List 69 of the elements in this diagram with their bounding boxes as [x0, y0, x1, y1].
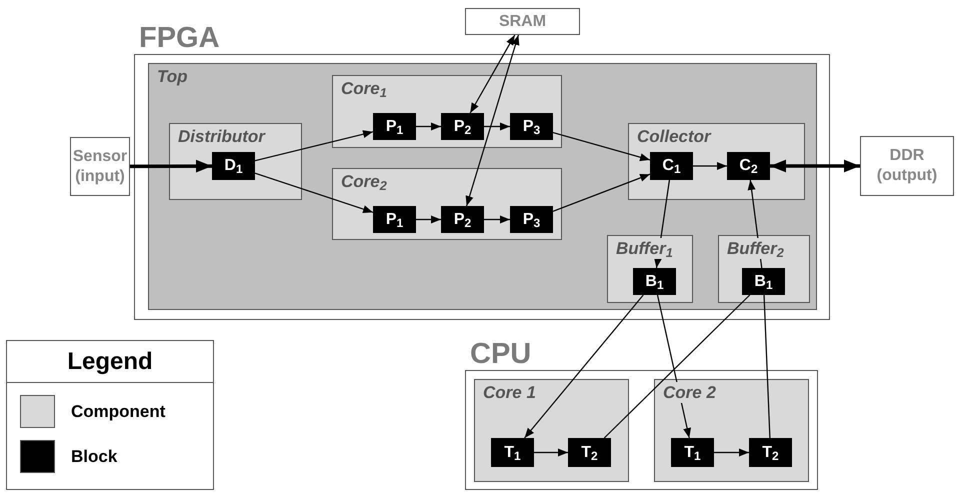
- block-box: [568, 438, 611, 467]
- legend-title: Legend: [7, 341, 213, 383]
- legend-text: Block: [71, 446, 118, 468]
- chip-title: FPGA: [139, 24, 220, 53]
- block-label: T$_{1}$: [684, 444, 701, 460]
- block-label: P$_{1}$: [386, 118, 404, 134]
- chip-title: CPU: [470, 340, 532, 369]
- block-box: [633, 268, 676, 295]
- arrow: [748, 180, 762, 268]
- block-label: P$_{1}$: [386, 212, 404, 228]
- block-box: [373, 113, 416, 140]
- component-box: [607, 235, 693, 303]
- component-box: [332, 75, 562, 148]
- arrow: [416, 216, 441, 224]
- block-box: [742, 268, 785, 295]
- block-box: [491, 438, 534, 467]
- component-title: Core 2: [663, 382, 716, 404]
- arrow: [484, 122, 510, 130]
- block-box: [650, 152, 693, 180]
- block-label: P$_{2}$: [454, 212, 472, 228]
- block-label: T$_{1}$: [504, 444, 521, 460]
- block-label: C$_{2}$: [739, 158, 758, 174]
- block-box: [441, 113, 484, 140]
- component-box: [332, 168, 562, 240]
- block-label: B$_{1}$: [645, 274, 664, 290]
- block-box: [441, 206, 484, 233]
- arrow: [416, 122, 441, 130]
- block-box: [373, 206, 416, 233]
- block-label: B$_{1}$: [754, 274, 773, 290]
- arrow: [470, 34, 516, 114]
- component-box: [654, 379, 809, 482]
- block-label: P$_{3}$: [522, 118, 540, 134]
- block-box: [671, 438, 714, 467]
- block-label: D$_{1}$: [224, 158, 243, 174]
- block-box: [212, 152, 255, 180]
- block-label: C$_{1}$: [662, 158, 681, 174]
- legend-text: Component: [71, 400, 166, 423]
- arrow: [714, 448, 749, 456]
- component-box: [628, 123, 805, 200]
- block-label: P$_{2}$: [454, 118, 472, 134]
- device-label: Sensor (input): [71, 146, 129, 186]
- block-box: [727, 152, 770, 180]
- arrow: [254, 130, 374, 162]
- arrow: [693, 162, 727, 170]
- block-box: [749, 438, 792, 467]
- arrow: [254, 172, 374, 213]
- block-box: [510, 113, 553, 140]
- external-device-box: [860, 136, 954, 196]
- arrow: [484, 216, 510, 224]
- component-title: Buffer$_{1}$: [616, 238, 673, 260]
- external-device-box: [465, 8, 580, 35]
- arrow: [552, 132, 650, 162]
- block-label: T$_{2}$: [762, 444, 779, 460]
- arrow: [524, 294, 644, 438]
- arrow: [534, 448, 568, 456]
- arrow: [466, 34, 520, 206]
- block-box: [510, 206, 553, 233]
- arrow: [130, 160, 212, 173]
- component-box: [474, 379, 629, 482]
- block-label: T$_{2}$: [581, 444, 598, 460]
- arrow: [552, 174, 650, 212]
- component-title: Buffer$_{2}$: [727, 238, 784, 260]
- block-label: P$_{3}$: [522, 212, 540, 228]
- arrow: [654, 180, 670, 268]
- component-box: [169, 123, 302, 200]
- arrow: [656, 294, 692, 438]
- external-device-box: [70, 137, 130, 196]
- component-box: [718, 235, 810, 303]
- arrow: [770, 160, 860, 172]
